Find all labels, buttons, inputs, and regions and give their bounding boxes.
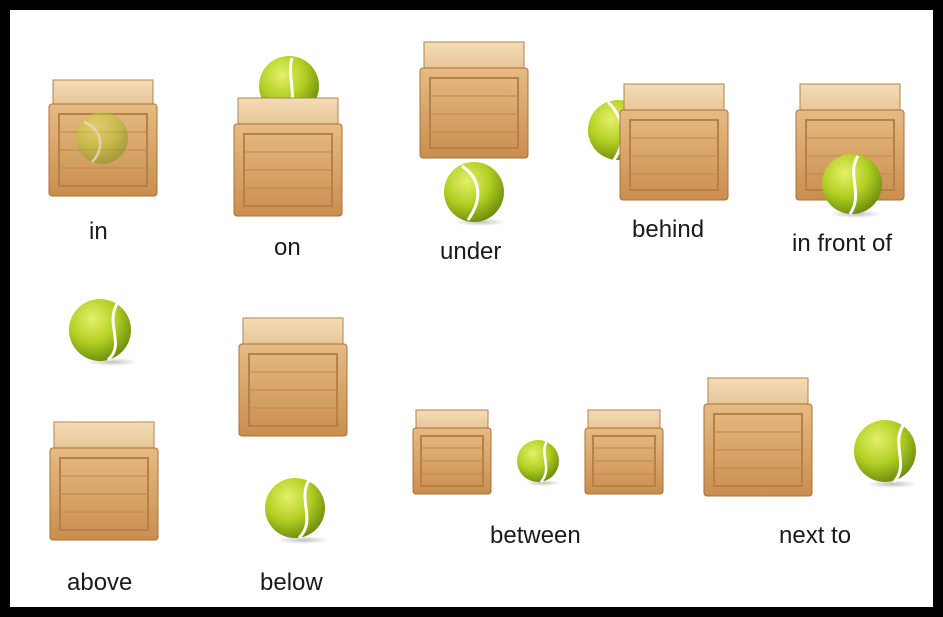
label-next-to: next to xyxy=(779,524,851,548)
prepositions-illustration: in on under xyxy=(7,7,936,610)
crate-behind xyxy=(618,82,730,204)
ball-below xyxy=(263,476,331,544)
label-in: in xyxy=(89,220,108,244)
label-in-front-of: in front of xyxy=(792,232,892,256)
crate-on xyxy=(232,96,344,220)
ball-next-to xyxy=(852,418,922,488)
ball-above xyxy=(68,296,138,366)
ball-in xyxy=(74,110,130,166)
crate-next-to xyxy=(702,376,814,500)
label-behind: behind xyxy=(632,218,704,242)
label-on: on xyxy=(274,236,301,260)
ball-in-front-of xyxy=(820,152,886,218)
label-above: above xyxy=(67,571,132,595)
crate-between-left xyxy=(412,408,492,498)
label-between: between xyxy=(490,524,581,548)
crate-between-right xyxy=(584,408,664,498)
crate-below xyxy=(237,316,349,440)
label-below: below xyxy=(260,571,323,595)
ball-under xyxy=(442,160,508,226)
crate-under xyxy=(418,40,530,162)
crate-above xyxy=(48,420,160,544)
ball-between xyxy=(515,438,563,486)
label-under: under xyxy=(440,240,501,264)
